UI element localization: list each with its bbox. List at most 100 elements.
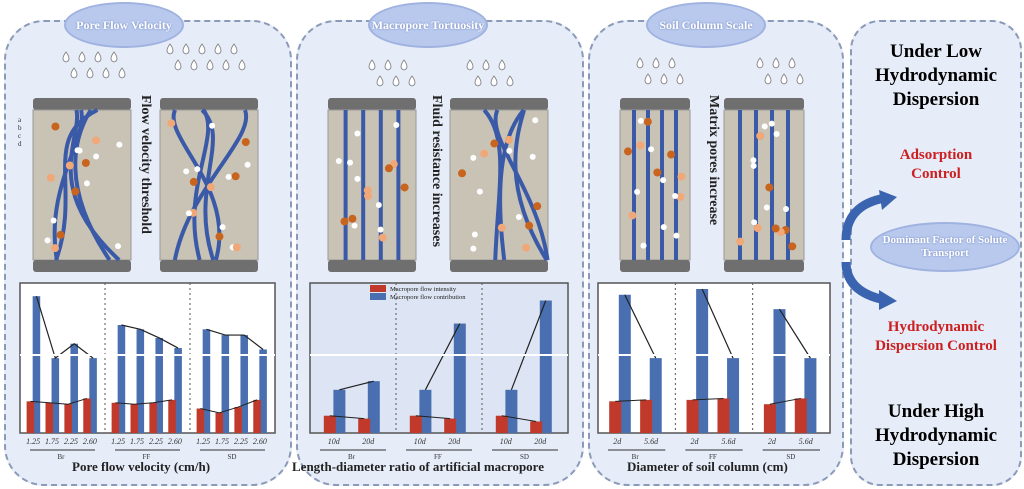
soil-particle [81,158,90,167]
bar-macropore-flow-contribution [117,325,126,433]
tick-label: 5.6d [644,437,659,446]
soil-particle [624,147,633,156]
solute-particle [335,158,342,165]
bar-macropore-flow-contribution [539,300,552,433]
solute-particle [532,117,539,124]
cloud-macropore-tortuosity: Macropore Tortuosity [370,4,486,46]
solute-particle [648,146,655,153]
bar-macropore-flow-contribution [155,337,163,433]
trend-line-contribution [424,323,461,391]
soil-particle [756,131,765,140]
solute-particle [640,242,647,249]
column-cap-bottom [450,260,548,272]
soil-particle [653,168,662,177]
bar-macropore-flow-intensity [253,399,261,433]
legend-label: Macropore flow intensity [390,286,457,293]
bar-macropore-flow-intensity [763,404,776,433]
group-label: Br [632,453,640,461]
bar-macropore-flow-contribution [804,358,817,433]
solute-particle [751,219,758,226]
column-cap-top [450,98,548,110]
solute-particle [347,159,354,166]
soil-particle [65,161,74,170]
trend-line-contribution [778,308,811,359]
solute-particle [637,117,644,124]
solute-particle [351,222,358,229]
under-low-dispersion: Under Low Hydrodynamic Dispersion [874,41,998,110]
tick-label: 20d [362,437,375,446]
tick-label: 10d [328,437,341,446]
bar-macropore-flow-intensity [215,412,224,433]
legend-label: Macropore flow contribution [390,294,466,301]
xlabel-pore-flow-velocity: Pore flow velocity (cm/h) [72,459,211,474]
trend-line-contribution [701,288,734,359]
cloud-label: Macropore Tortuosity [371,17,485,32]
chart-frame [309,282,569,434]
water-drop-icon [62,51,70,63]
group-label: FF [709,453,717,461]
bar-macropore-flow-contribution [333,389,346,433]
bar-macropore-flow-intensity [609,401,622,433]
bar-macropore-flow-contribution [202,329,211,433]
macropore-channel [482,108,503,261]
column-cap-bottom [724,260,804,272]
group-label: SD [520,453,529,461]
cloud-label: Dominant Factor of Solute Transport [882,234,1008,259]
tick-label: 1.75 [215,437,229,446]
water-drop-icon [110,51,118,63]
soil-particle [231,172,240,181]
solute-particle [763,204,770,211]
column-cap-bottom [33,260,131,272]
column-cap-top [620,98,690,110]
xlabel-soil-column-diameter: Diameter of soil column (cm) [627,459,788,474]
soil-particle [765,183,774,192]
trend-line-contribution [624,294,657,359]
soil-particle [400,183,409,192]
bar-macropore-flow-intensity [111,402,120,433]
soil-column [32,109,132,261]
pore-label: c [18,132,21,140]
trend-line-intensity [692,397,724,401]
trend-line-intensity [615,399,647,402]
soil-particle [215,232,224,241]
xlabel-length-diameter: Length-diameter ratio of artificial macr… [292,459,544,474]
adsorption-control: Adsorption Control [899,147,973,182]
water-drop-icon [400,59,408,71]
arrowhead-icon [879,290,897,310]
solute-particle [185,210,192,217]
soil-particle [677,172,686,181]
solute-particle [471,231,478,238]
water-drop-icon [796,73,804,85]
bar-macropore-flow-contribution [649,358,662,433]
group-label: SD [228,453,237,461]
bar-macropore-flow-contribution [419,389,432,433]
vertical-label-fluid-resistance: Fluid resistance increases [429,95,444,247]
soil-particle [46,173,55,182]
arrow-to-adsorption [841,193,886,241]
macropore-channel [73,108,112,262]
bar-macropore-flow-intensity [409,415,422,433]
solute-particle [783,205,790,212]
trend-line-contribution [121,324,179,349]
bar-macropore-flow-intensity [26,401,35,433]
soil-particle [490,139,499,148]
solute-particle [115,243,122,250]
solute-particle [393,121,400,128]
cloud-pore-flow-velocity: Pore Flow Velocity [66,4,182,46]
group-label: FF [434,453,442,461]
soil-particle [71,187,80,196]
bar-macropore-flow-contribution [32,296,41,433]
trend-line-contribution [206,328,264,350]
water-drop-icon [498,59,506,71]
legend-swatch [370,293,386,300]
solute-particle [209,122,216,129]
under-high-dispersion: Under High Hydrodynamic Dispersion [874,401,998,470]
tick-label: 5.6d [799,437,814,446]
water-drop-icon [166,43,174,55]
bar-macropore-flow-contribution [174,348,182,433]
macropore-channel [172,109,249,261]
chart-frame [597,282,831,434]
bar-macropore-flow-intensity [64,404,72,433]
bar-macropore-flow-intensity [196,408,205,433]
bar-macropore-flow-intensity [495,415,508,433]
